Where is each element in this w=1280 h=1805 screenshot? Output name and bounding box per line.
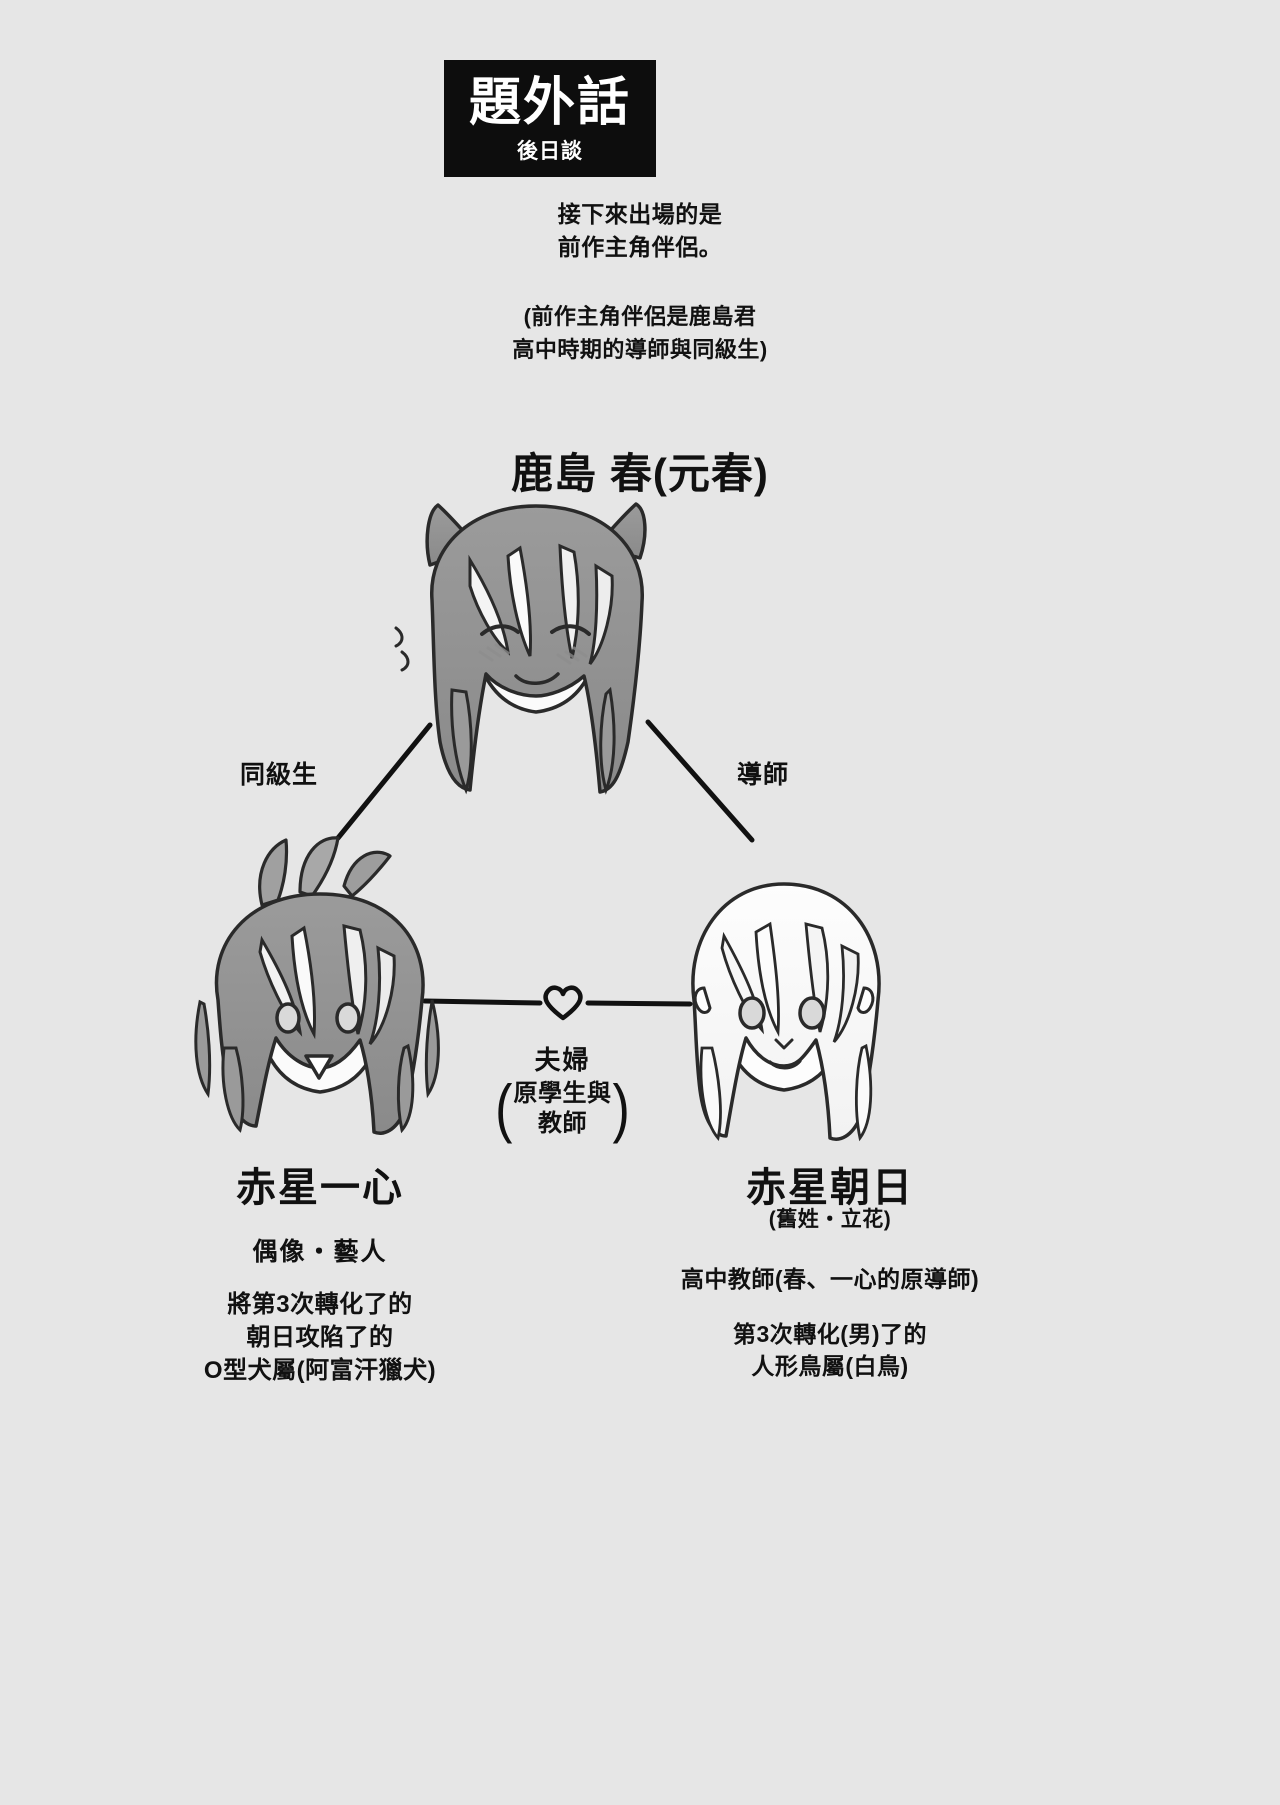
character-alias-bottom-right: (舊姓・立花)	[768, 1208, 892, 1231]
page-title: 題外話	[468, 74, 631, 133]
relation-label-marriage: 夫婦 ( 原學生與 教師 )	[455, 1040, 670, 1146]
desc-left-line-1: 將第3次轉化了的	[227, 1291, 413, 1318]
connector-left-to-right	[422, 998, 693, 1007]
portrait-akaboshi-isshin	[194, 836, 440, 1135]
intro-line-2: 前作主角伴侶。	[557, 234, 723, 261]
portrait-akaboshi-asahi	[691, 882, 881, 1142]
marriage-detail: ( 原學生與 教師 )	[455, 1072, 670, 1146]
paren-open: (	[495, 1072, 513, 1146]
intro-note: (前作主角伴侶是鹿島君 高中時期的導師與同級生)	[0, 300, 1280, 366]
intro-note-line-2: 高中時期的導師與同級生)	[512, 337, 768, 362]
intro-text: 接下來出場的是 前作主角伴侶。	[0, 198, 1280, 265]
page-subtitle: 後日談	[517, 139, 583, 163]
portrait-kashima-haru	[394, 502, 647, 795]
character-role-bottom-right: 高中教師(春、一心的原導師)	[680, 1266, 980, 1292]
relation-label-classmate: 同級生	[240, 761, 319, 789]
desc-left-line-3: O型犬屬(阿富汗獵犬)	[203, 1357, 437, 1385]
relation-label-mentor: 導師	[737, 761, 790, 789]
paren-close: )	[612, 1072, 630, 1146]
desc-right-line-2: 人形鳥屬(白鳥)	[751, 1353, 909, 1380]
connector-top-to-left	[335, 722, 433, 841]
marriage-detail-line-2: 教師	[538, 1110, 587, 1137]
character-name-bottom-left: 赤星一心	[236, 1166, 404, 1210]
character-description-bottom-right: 第3次轉化(男)了的 人形鳥屬(白鳥)	[600, 1318, 1060, 1382]
intro-line-1: 接下來出場的是	[557, 201, 723, 227]
character-description-bottom-left: 將第3次轉化了的 朝日攻陷了的 O型犬屬(阿富汗獵犬)	[110, 1288, 530, 1387]
character-name-bottom-right: 赤星朝日	[746, 1166, 914, 1210]
character-role-bottom-left: 偶像・藝人	[252, 1238, 388, 1266]
intro-note-line-1: (前作主角伴侶是鹿島君	[523, 304, 757, 329]
desc-left-line-2: 朝日攻陷了的	[246, 1324, 394, 1352]
character-name-top: 鹿島 春(元春)	[511, 450, 769, 497]
marriage-title: 夫婦	[534, 1045, 591, 1075]
connector-top-to-right	[645, 719, 755, 843]
marriage-detail-line-1: 原學生與	[513, 1080, 612, 1107]
title-box: 題外話 後日談	[444, 60, 656, 177]
marriage-detail-text: 原學生與 教師	[513, 1079, 613, 1139]
desc-right-line-1: 第3次轉化(男)了的	[732, 1321, 928, 1347]
heart-icon	[543, 985, 583, 1021]
